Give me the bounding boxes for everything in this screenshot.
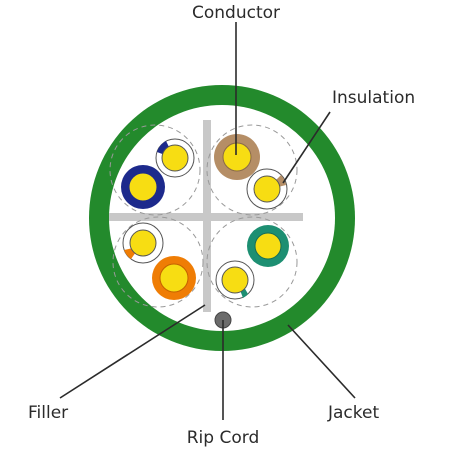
conductor-label: Conductor <box>192 3 280 23</box>
orange-solid-wire <box>152 256 196 300</box>
green-solid-wire <box>247 225 289 267</box>
green-stripe-wire <box>215 260 255 300</box>
brown-solid-wire <box>214 134 260 180</box>
pair-boundary-green <box>206 216 298 308</box>
brown-stripe-wire <box>246 168 288 210</box>
blue-stripe-wire <box>155 138 195 178</box>
brown-pair <box>214 134 288 210</box>
leader-lines <box>59 22 356 420</box>
conductor <box>253 175 281 203</box>
blue-pair <box>121 138 195 209</box>
conductor <box>128 172 158 202</box>
conductor <box>221 266 249 294</box>
filler-horizontal-bar <box>109 213 303 221</box>
green-pair <box>215 225 289 300</box>
filler-leader <box>59 304 206 399</box>
rip-cord-label: Rip Cord <box>187 428 259 448</box>
pair-boundary-blue <box>109 124 201 216</box>
conductor <box>159 263 189 293</box>
conductor <box>222 142 252 172</box>
jacket-label: Jacket <box>327 403 379 423</box>
pair-boundary-orange <box>112 216 204 308</box>
pair-boundaries <box>109 124 298 308</box>
insulation-leader <box>282 111 331 184</box>
orange-pair <box>122 222 196 300</box>
pair-boundary-brown <box>206 124 298 216</box>
filler <box>109 120 303 312</box>
jacket-leader <box>287 324 356 399</box>
filler-label: Filler <box>28 403 68 423</box>
conductor <box>254 232 282 260</box>
blue-solid-wire <box>121 165 165 209</box>
conductor <box>161 144 189 172</box>
insulation-label: Insulation <box>332 88 415 108</box>
conductor <box>129 229 157 257</box>
orange-stripe-wire <box>122 222 164 264</box>
